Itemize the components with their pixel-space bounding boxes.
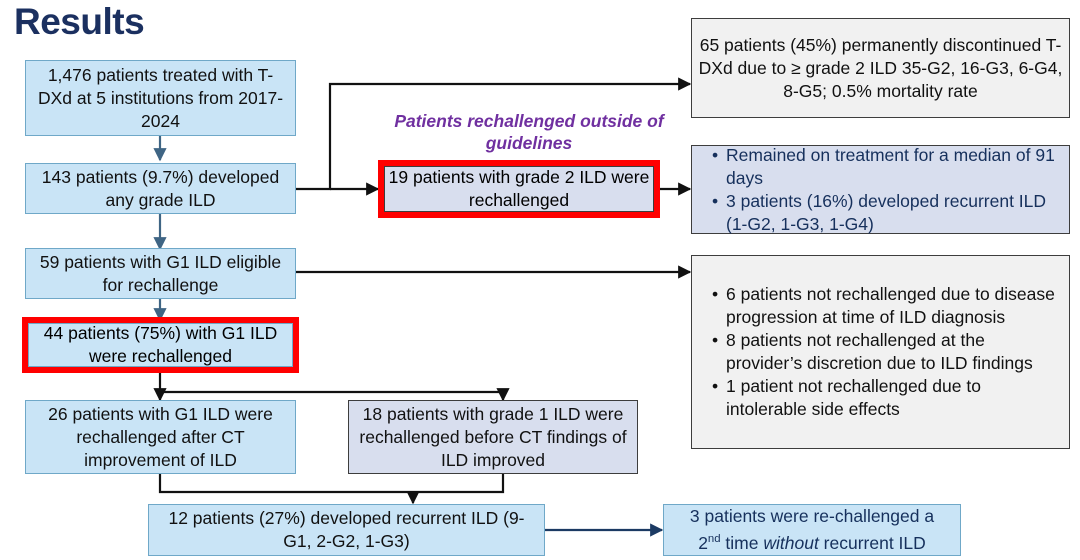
node-g1-eligible: 59 patients with G1 ILD eligible for rec…: [25, 248, 296, 299]
node-g2-rechallenged-text: 19 patients with grade 2 ILD were rechal…: [388, 167, 650, 210]
node-cohort: 1,476 patients treated with T-DXd at 5 i…: [25, 60, 296, 136]
node-discontinued: 65 patients (45%) permanently discontinu…: [691, 18, 1070, 118]
node-second-rechallenge: 3 patients were re-challenged a 2nd time…: [663, 504, 961, 556]
node-second-rechallenge-text: 3 patients were re-challenged a 2nd time…: [664, 505, 960, 555]
node-recurrent-ild: 12 patients (27%) developed recurrent IL…: [148, 504, 545, 556]
second-rechallenge-line2a: time: [720, 532, 764, 553]
node-recurrent-ild-text: 12 patients (27%) developed recurrent IL…: [168, 508, 525, 551]
second-rechallenge-ordinal-suffix: nd: [707, 533, 721, 546]
node-cohort-text: 1,476 patients treated with T-DXd at 5 i…: [37, 64, 284, 131]
node-discontinued-text: 65 patients (45%) permanently discontinu…: [698, 34, 1063, 101]
second-rechallenge-line2b: recurrent ILD: [818, 532, 926, 553]
second-rechallenge-italic: without: [763, 532, 819, 553]
node-g2-outcomes: Remained on treatment for a median of 91…: [691, 144, 1070, 236]
node-g2-rechallenged: 19 patients with grade 2 ILD were rechal…: [384, 166, 654, 212]
node-any-grade-ild: 143 patients (9.7%) developed any grade …: [25, 163, 296, 214]
list-item: Remained on treatment for a median of 91…: [712, 144, 1065, 190]
list-item: 8 patients not rechallenged at the provi…: [712, 329, 1065, 375]
annotation-outside-guidelines-text: Patients rechallenged outside of guideli…: [394, 111, 664, 153]
node-after-ct-text: 26 patients with G1 ILD were rechallenge…: [48, 403, 273, 470]
list-item: 6 patients not rechallenged due to disea…: [712, 283, 1065, 329]
highlight-g1-rechallenged: 44 patients (75%) with G1 ILD were recha…: [22, 317, 299, 373]
node-before-ct-text: 18 patients with grade 1 ILD were rechal…: [359, 403, 627, 470]
g2-outcomes-list: Remained on treatment for a median of 91…: [692, 144, 1069, 236]
page-title: Results: [14, 1, 145, 42]
node-g1-rechallenged-text: 44 patients (75%) with G1 ILD were recha…: [43, 323, 278, 366]
list-item: 1 patient not rechallenged due to intole…: [712, 375, 1065, 421]
node-g1-rechallenged: 44 patients (75%) with G1 ILD were recha…: [28, 323, 293, 367]
list-item: 3 patients (16%) developed recurrent ILD…: [712, 190, 1065, 236]
node-any-grade-ild-text: 143 patients (9.7%) developed any grade …: [41, 166, 280, 210]
highlight-g2-rechallenged: 19 patients with grade 2 ILD were rechal…: [378, 160, 660, 218]
annotation-outside-guidelines: Patients rechallenged outside of guideli…: [384, 110, 674, 154]
node-g1-eligible-text: 59 patients with G1 ILD eligible for rec…: [39, 251, 282, 295]
second-rechallenge-line1: 3 patients were re-challenged a: [689, 506, 935, 527]
node-before-ct: 18 patients with grade 1 ILD were rechal…: [348, 400, 638, 474]
second-rechallenge-ordinal: 2: [698, 532, 708, 553]
node-not-rechallenged: 6 patients not rechallenged due to disea…: [691, 255, 1070, 449]
not-rechallenged-list: 6 patients not rechallenged due to disea…: [692, 283, 1069, 421]
node-after-ct: 26 patients with G1 ILD were rechallenge…: [25, 400, 296, 474]
